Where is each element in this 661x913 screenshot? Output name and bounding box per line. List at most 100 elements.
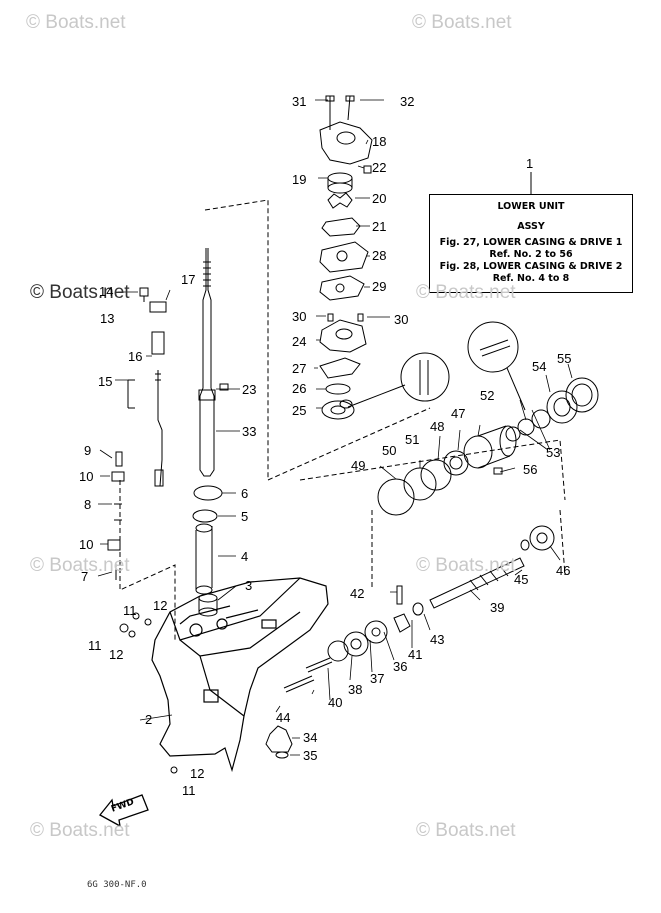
callout-29: 29 xyxy=(372,279,387,294)
callout-36: 36 xyxy=(393,659,408,674)
callout-46: 46 xyxy=(556,563,571,578)
frame-line-left xyxy=(119,480,176,640)
pins-30 xyxy=(327,313,364,322)
callout-11c: 11 xyxy=(182,783,196,798)
callout-50: 50 xyxy=(382,443,397,458)
seals-52-53 xyxy=(505,409,551,442)
impeller-19 xyxy=(327,172,353,194)
o-ring-49 xyxy=(377,478,415,516)
callout-45: 45 xyxy=(514,572,529,587)
callout-25: 25 xyxy=(292,403,307,418)
outer-plate-28 xyxy=(319,241,369,273)
callout-39: 39 xyxy=(490,600,505,615)
inset-circle-right xyxy=(467,321,519,373)
callout-32: 32 xyxy=(400,94,415,109)
callout-23: 23 xyxy=(242,382,257,397)
legend-line-3: Fig. 27, LOWER CASING & DRIVE 1 xyxy=(439,237,623,248)
washer-55 xyxy=(565,377,599,413)
bolts-11-12 xyxy=(119,612,178,774)
gear-36 xyxy=(364,620,388,644)
callout-49: 49 xyxy=(351,458,366,473)
clip-10-top xyxy=(111,471,125,482)
callout-54: 54 xyxy=(532,359,547,374)
callout-24: 24 xyxy=(292,334,307,349)
bearing-37 xyxy=(343,631,369,657)
pin-42 xyxy=(396,585,403,605)
o-ring-5 xyxy=(192,509,218,523)
o-ring-26 xyxy=(325,383,351,395)
callout-55: 55 xyxy=(557,351,572,366)
frame-line xyxy=(204,199,431,481)
callout-26: 26 xyxy=(292,381,307,396)
gasket-29 xyxy=(319,275,365,301)
legend-box: LOWER UNIT ASSY Fig. 27, LOWER CASING & … xyxy=(429,194,633,293)
plug-17 xyxy=(149,301,167,313)
legend-line-1: LOWER UNIT xyxy=(497,201,565,212)
callout-12b: 12 xyxy=(109,647,124,662)
callout-42: 42 xyxy=(350,586,365,601)
callout-40: 40 xyxy=(328,695,343,710)
figure-code: 6G 300-NF.0 xyxy=(87,880,147,890)
callout-31: 31 xyxy=(292,94,307,109)
callout-6: 6 xyxy=(241,486,249,501)
seal-6 xyxy=(193,485,223,501)
gear-45-46 xyxy=(520,525,555,551)
drive-shaft-33 xyxy=(198,248,216,477)
callout-41: 41 xyxy=(408,647,423,662)
pinion-34 xyxy=(265,725,293,753)
bracket-15 xyxy=(127,379,135,409)
pump-base-24 xyxy=(319,319,367,353)
shift-rod-15 xyxy=(154,370,164,487)
gasket-21 xyxy=(321,217,361,237)
callout-16: 16 xyxy=(128,349,143,364)
lower-casing-2 xyxy=(151,577,329,773)
clip-10-bottom xyxy=(107,539,121,551)
callout-22: 22 xyxy=(372,160,387,175)
watermark: © Boats.net xyxy=(30,555,130,576)
callout-34: 34 xyxy=(303,730,318,745)
spring-44 xyxy=(283,675,315,693)
washer-38 xyxy=(327,640,349,662)
clip-23 xyxy=(219,383,229,391)
callout-48: 48 xyxy=(430,419,445,434)
bearing-housing-47 xyxy=(463,425,517,469)
callout-9: 9 xyxy=(84,443,92,458)
ring-43 xyxy=(412,602,424,616)
callout-17: 17 xyxy=(181,272,196,287)
watermark: © Boats.net xyxy=(30,820,130,841)
callout-15: 15 xyxy=(98,374,113,389)
callout-20: 20 xyxy=(372,191,387,206)
grommet-16 xyxy=(151,331,165,355)
callout-43: 43 xyxy=(430,632,445,647)
frame-line-lower xyxy=(371,509,566,590)
callout-52: 52 xyxy=(480,388,495,403)
legend-line-2: ASSY xyxy=(517,221,545,232)
watermark: © Boats.net xyxy=(416,282,516,303)
watermark: © Boats.net xyxy=(416,820,516,841)
legend-line-6: Ref. No. 4 to 8 xyxy=(492,273,570,284)
callout-35: 35 xyxy=(303,748,318,763)
callout-11b: 11 xyxy=(88,638,102,653)
legend-leader xyxy=(530,172,532,194)
callout-19: 19 xyxy=(292,172,307,187)
key-56 xyxy=(493,467,503,475)
callout-27: 27 xyxy=(292,361,307,376)
legend-line-4: Ref. No. 2 to 56 xyxy=(489,249,573,260)
bolt-14 xyxy=(139,287,149,302)
plunger-40 xyxy=(305,657,333,673)
callout-11: 11 xyxy=(123,603,137,618)
pin-8 xyxy=(114,503,122,521)
sleeve-4 xyxy=(195,523,213,595)
gasket-27 xyxy=(319,357,361,379)
callout-53: 53 xyxy=(546,445,561,460)
callout-12: 12 xyxy=(153,598,168,613)
leader-lines xyxy=(97,99,573,756)
callout-30b: 30 xyxy=(394,312,409,327)
callout-18: 18 xyxy=(372,134,387,149)
nut-35 xyxy=(275,751,289,759)
callout-8: 8 xyxy=(84,497,92,512)
fwd-arrow-icon xyxy=(99,794,149,828)
callout-4: 4 xyxy=(241,549,249,564)
propeller-shaft-39 xyxy=(429,557,525,609)
